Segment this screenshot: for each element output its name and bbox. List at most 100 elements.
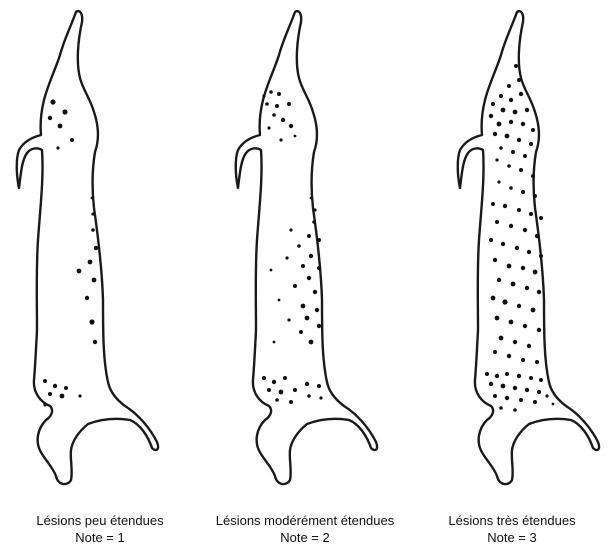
lesion-spot: [505, 372, 509, 376]
lesion-spot: [513, 110, 518, 115]
lesion-spot: [539, 378, 543, 382]
lesion-spot: [495, 374, 499, 378]
carcass-outline: [17, 11, 158, 484]
lesion-spot: [493, 350, 497, 354]
lesion-spot: [277, 92, 281, 96]
lesion-spot: [299, 330, 303, 334]
panel-caption-2: Lésions modérément étendues Note = 2: [205, 512, 405, 546]
lesion-spot: [501, 384, 506, 389]
lesion-spot: [507, 84, 511, 88]
lesion-spot: [489, 382, 493, 386]
lesion-spot: [533, 270, 538, 275]
lesion-spot: [507, 264, 512, 269]
lesion-spot: [529, 142, 533, 146]
lesion-spot: [297, 244, 301, 248]
lesion-spot: [78, 394, 81, 397]
caption-title-2: Lésions modérément étendues: [205, 512, 405, 529]
lesion-spot: [85, 296, 89, 300]
lesion-spot: [509, 98, 513, 102]
lesion-spot: [539, 216, 543, 220]
lesion-spot: [317, 266, 321, 270]
lesion-spot: [509, 224, 513, 228]
lesion-spot: [537, 390, 541, 394]
lesion-spot: [493, 132, 497, 136]
lesion-spot: [517, 78, 521, 82]
lesion-spot: [491, 296, 496, 301]
lesion-spot: [514, 64, 518, 68]
lesion-spot: [269, 90, 273, 94]
lesion-spot: [289, 400, 293, 404]
lesion-spot: [495, 158, 498, 161]
lesion-spot: [91, 197, 94, 200]
lesion-spot: [509, 186, 513, 190]
lesion-spot: [537, 328, 541, 332]
lesion-spot: [289, 228, 292, 231]
lesion-spot: [535, 234, 539, 238]
lesion-spot: [552, 403, 555, 406]
lesion-spot: [489, 114, 493, 118]
lesion-spot: [525, 108, 529, 112]
lesion-spot: [505, 396, 509, 400]
lesion-spot: [307, 234, 311, 238]
lesion-spot: [513, 386, 517, 390]
lesion-spot: [493, 258, 497, 262]
lesion-spot: [319, 396, 322, 399]
lesion-spot: [519, 168, 523, 172]
lesion-spot: [77, 269, 82, 274]
lesion-spot: [307, 394, 311, 398]
lesion-spot: [91, 212, 94, 215]
lesion-spot: [497, 122, 502, 127]
lesion-spot: [307, 276, 311, 280]
lesion-spot: [519, 398, 523, 402]
lesion-spot: [287, 318, 290, 321]
caption-title-1: Lésions peu étendues: [0, 512, 200, 529]
lesion-spot: [309, 340, 314, 345]
lesion-spot: [88, 260, 93, 265]
lesion-spot: [92, 278, 97, 283]
lesion-spot: [270, 269, 273, 272]
lesion-spot: [521, 190, 525, 194]
lesion-spot: [539, 254, 543, 258]
lesion-spot: [531, 174, 535, 178]
lesion-spot: [527, 344, 531, 348]
lesion-spot: [525, 286, 529, 290]
lesion-spot: [56, 146, 59, 149]
lesion-spot: [94, 246, 98, 250]
lesion-spot: [515, 246, 519, 250]
lesion-spot: [317, 238, 321, 242]
lesion-spot: [533, 400, 537, 404]
carcass-outline: [236, 11, 377, 484]
lesion-spot: [517, 208, 521, 212]
lesion-spot: [294, 135, 297, 138]
lesion-spot: [513, 340, 517, 344]
lesion-spot: [48, 392, 52, 396]
lesion-spot: [491, 202, 495, 206]
lesion-spot: [525, 388, 529, 392]
lesion-spot: [531, 308, 536, 313]
lesion-spot: [507, 164, 511, 168]
lesion-spot: [509, 120, 513, 124]
lesion-spot: [523, 154, 527, 158]
lesion-spot: [70, 138, 74, 142]
carcass-panel-2: [236, 11, 377, 484]
lesion-spot: [499, 406, 503, 410]
caption-note-3: Note = 3: [412, 529, 610, 546]
caption-note-1: Note = 1: [0, 529, 200, 546]
lesion-spot: [285, 256, 288, 259]
lesion-spot: [91, 228, 95, 232]
carcass-outline: [458, 11, 599, 484]
lesion-spot: [545, 394, 548, 397]
lesion-spot: [287, 102, 291, 106]
lesion-spot: [535, 360, 539, 364]
lesion-spot: [513, 408, 517, 412]
lesion-spot: [281, 118, 285, 122]
lesion-spot: [537, 290, 541, 294]
panel-caption-1: Lésions peu étendues Note = 1: [0, 512, 200, 546]
lesion-spot: [502, 299, 507, 304]
lesion-spot: [309, 254, 313, 258]
lesion-spot: [267, 126, 270, 129]
lesion-spot: [275, 104, 279, 108]
lesion-spot: [521, 358, 525, 362]
lesion-spot: [495, 220, 499, 224]
